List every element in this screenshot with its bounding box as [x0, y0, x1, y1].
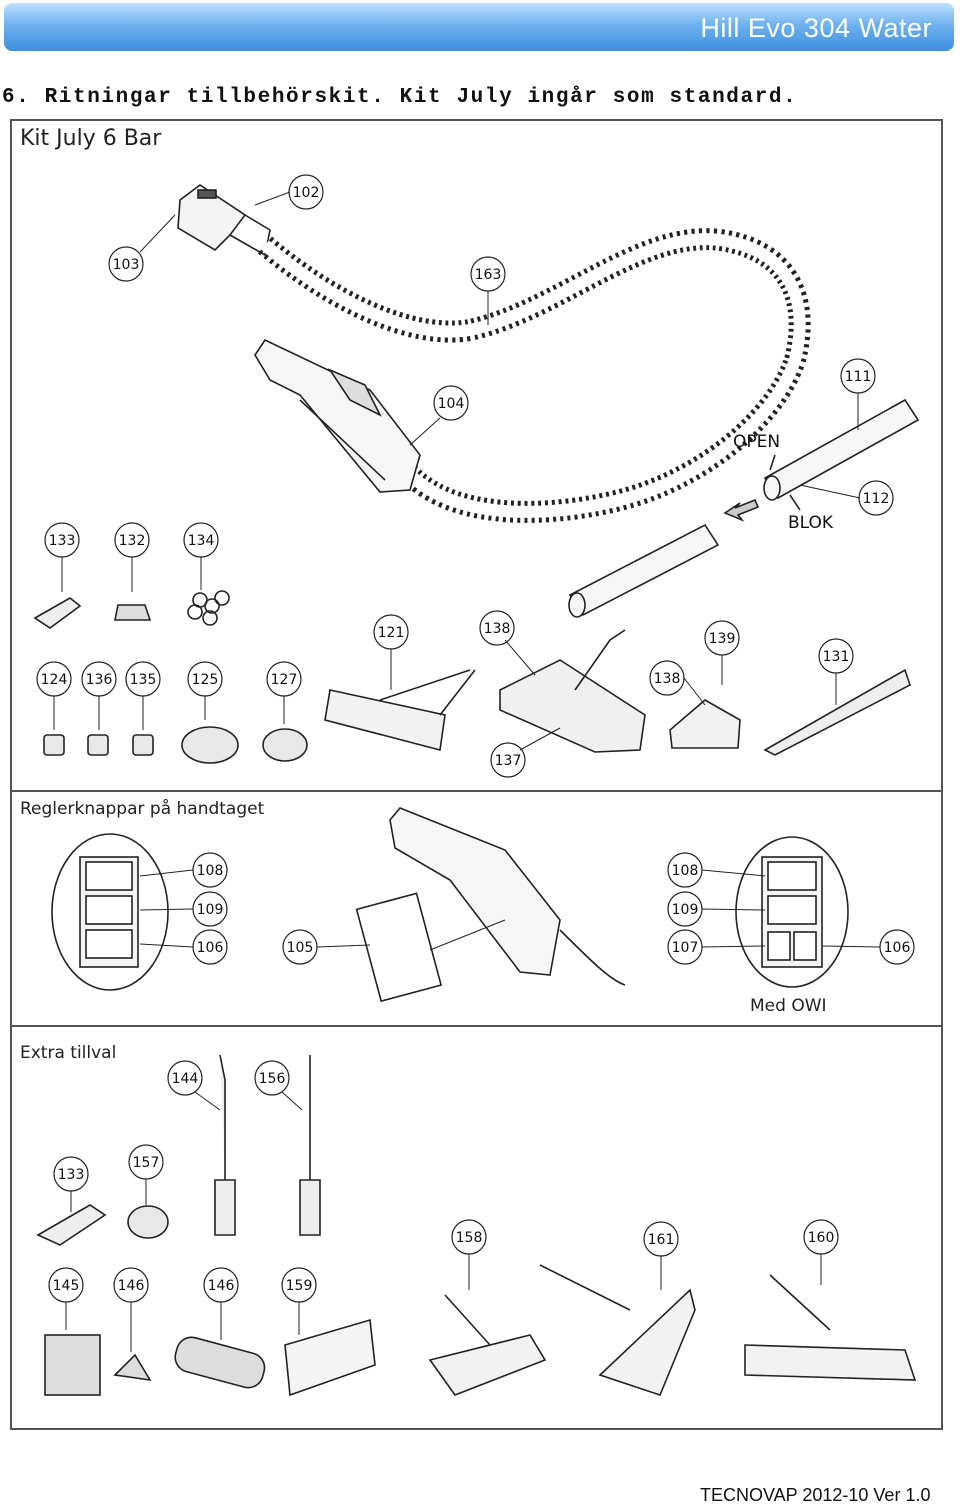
mop-158-drawing — [428, 1294, 547, 1396]
callout-label: 112 — [863, 491, 890, 507]
callout-label: 156 — [259, 1071, 286, 1087]
callout-label: 132 — [119, 533, 146, 549]
callout-label: 137 — [495, 753, 522, 769]
callout-label: 146 — [118, 1278, 145, 1294]
callout-label: 138 — [484, 621, 511, 637]
callout-label: 163 — [475, 267, 502, 283]
callout-label: 139 — [709, 631, 736, 647]
callout-label: 158 — [456, 1230, 483, 1246]
connector-drawing — [177, 184, 271, 257]
callout-label: 104 — [438, 396, 465, 412]
document-title: Hill Evo 304 Water — [700, 13, 932, 43]
arrow-drawing — [723, 498, 760, 522]
callout-label: 131 — [823, 649, 850, 665]
triangle-tool-139-drawing — [669, 699, 741, 749]
callout-label: 105 — [287, 940, 314, 956]
open-label: OPEN — [733, 432, 780, 452]
extension-tube-drawing — [568, 398, 920, 618]
cloth-159-drawing — [284, 1318, 376, 1397]
callout-label: 138 — [654, 671, 681, 687]
extension-lance-156-drawing — [299, 1055, 321, 1236]
callout-circle — [479, 610, 515, 646]
squeegee-121-drawing — [324, 669, 476, 752]
callout-label: 160 — [808, 1230, 835, 1246]
panel-divider-1 — [10, 790, 943, 792]
callout-label: 121 — [378, 625, 405, 641]
controls-panel-title: Reglerknappar på handtaget — [20, 799, 265, 819]
callout-circle — [254, 1060, 290, 1096]
pad-146-drawing — [113, 1353, 152, 1382]
callout-label: 135 — [130, 672, 157, 688]
pad-145-drawing — [44, 1334, 101, 1396]
handle-drawing — [254, 338, 421, 493]
callout-label: 108 — [197, 863, 224, 879]
section-heading: 6. Ritningar tillbehörskit. Kit July ing… — [2, 86, 798, 109]
callout-label: 144 — [172, 1071, 199, 1087]
extension-lance-144-drawing — [214, 1054, 236, 1236]
callout-circle — [433, 385, 469, 421]
callout-label: 136 — [86, 672, 113, 688]
callout-label: 107 — [672, 940, 699, 956]
nozzle-133b-drawing — [36, 1204, 107, 1246]
handle-side-drawing — [389, 807, 561, 976]
callout-label: 111 — [845, 369, 872, 385]
footer-version: TECNOVAP 2012-10 Ver 1.0 — [700, 1485, 931, 1505]
callout-label: 133 — [49, 533, 76, 549]
callout-label: 125 — [192, 672, 219, 688]
callout-label: 127 — [271, 672, 298, 688]
mop-161-drawing — [539, 1264, 696, 1396]
header-bar: Hill Evo 304 Water — [4, 3, 954, 51]
panel-divider-2 — [10, 1025, 943, 1027]
callout-label: 102 — [293, 185, 320, 201]
mop-160-drawing — [744, 1274, 917, 1381]
floor-tool-137-drawing — [499, 659, 646, 753]
callout-label: 133 — [58, 1167, 85, 1183]
callout-label: 103 — [113, 257, 140, 273]
owi-label: Med OWI — [750, 996, 827, 1016]
hose-drawing — [257, 228, 811, 523]
spiral-134-drawing — [187, 590, 230, 626]
callout-label: 159 — [286, 1278, 313, 1294]
callout-circle — [490, 742, 526, 778]
callout-label: 157 — [133, 1155, 160, 1171]
blok-label: BLOK — [788, 513, 834, 533]
callout-label: 134 — [188, 533, 215, 549]
callout-circle — [167, 1060, 203, 1096]
lance-131-drawing — [763, 668, 911, 756]
callout-label: 124 — [41, 672, 68, 688]
nozzle-133-drawing — [33, 597, 82, 629]
extras-panel-title: Extra tillval — [20, 1043, 117, 1063]
callout-label: 109 — [672, 902, 699, 918]
diagram-frame — [10, 119, 943, 1430]
callout-label: 108 — [672, 863, 699, 879]
callout-label: 146 — [208, 1278, 235, 1294]
brush-132-drawing — [114, 604, 152, 621]
callout-label: 145 — [53, 1278, 80, 1294]
brush-157-drawing — [127, 1205, 169, 1239]
callout-label: 109 — [197, 902, 224, 918]
callout-label: 161 — [648, 1232, 675, 1248]
roller-146-drawing — [174, 1336, 266, 1389]
callout-label: 106 — [197, 940, 224, 956]
callout-circle — [108, 246, 144, 282]
round-brushes-drawing — [43, 726, 308, 764]
callout-label: 106 — [884, 940, 911, 956]
kit-panel-title: Kit July 6 Bar — [20, 126, 162, 151]
